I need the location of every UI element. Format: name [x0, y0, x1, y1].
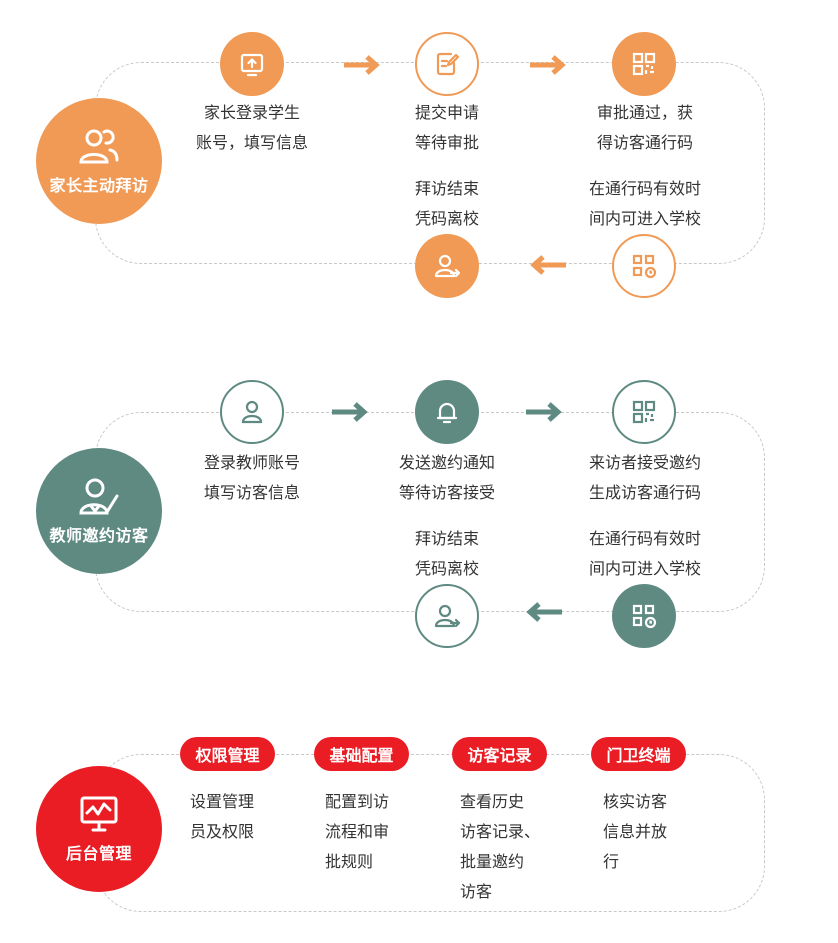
module-permission-text: 设置管理 员及权限 [190, 792, 255, 841]
monitor-upload-icon [240, 53, 264, 77]
login-step-icon [220, 32, 284, 96]
module-config-text: 配置到访 流程和审 批规则 [325, 792, 390, 871]
arrow-right-icon [526, 402, 562, 422]
user-exit-icon [434, 604, 461, 628]
tag-config: 基础配置 [314, 737, 409, 771]
tag-permission: 权限管理 [180, 737, 275, 771]
step-approved-text: 审批通过，获得访客通行码 [596, 103, 693, 152]
step-leave-text: 拜访结束凭码离校 [414, 179, 479, 228]
user-icon [241, 400, 263, 424]
arrow-right-icon [344, 55, 380, 75]
admin-badge: 后台管理 [36, 766, 162, 892]
valid-pass-step-icon [612, 234, 676, 298]
qr-clock-icon [632, 254, 657, 279]
tag-guard: 门卫终端 [591, 737, 686, 771]
step-leave-text: 拜访结束凭码离校 [414, 529, 479, 578]
step-accept-text: 来访者接受邀约生成访客通行码 [588, 453, 701, 502]
step-valid-text: 在通行码有效时间内可进入学校 [588, 179, 701, 228]
step-teacher-login-text: 登录教师账号填写访客信息 [203, 453, 300, 502]
section-title: 教师邀约访客 [49, 526, 149, 545]
teacher-icon [79, 478, 119, 515]
submit-step-icon [415, 32, 479, 96]
bell-icon [436, 402, 458, 424]
valid-pass-step-icon [612, 584, 676, 648]
teacher-invite-badge: 教师邀约访客 [36, 448, 162, 574]
arrow-left-icon [530, 255, 566, 275]
qr-code-icon [632, 52, 656, 76]
monitor-chart-icon [80, 796, 118, 832]
user-exit-icon [434, 254, 461, 278]
parent-visit-badge: 家长主动拜访 [36, 98, 162, 224]
arrow-right-icon [530, 55, 566, 75]
step-submit-text: 提交申请等待审批 [414, 103, 479, 152]
teacher-login-step-icon [220, 380, 284, 444]
step-login-text: 家长登录学生账号，填写信息 [195, 103, 308, 152]
module-guard-text: 核实访客 信息并放 行 [603, 792, 668, 871]
step-valid-text: 在通行码有效时间内可进入学校 [588, 529, 701, 578]
step-send-invite-text: 发送邀约通知等待访客接受 [398, 453, 495, 502]
module-records-text: 查看历史 访客记录、 批量邀约 访客 [460, 792, 541, 901]
arrow-right-icon [332, 402, 368, 422]
edit-document-icon [436, 52, 460, 76]
approved-step-icon [612, 32, 676, 96]
users-icon [79, 129, 119, 164]
qr-clock-icon [632, 604, 657, 629]
accept-step-icon [612, 380, 676, 444]
leave-step-icon [415, 234, 479, 298]
leave-step-icon [415, 584, 479, 648]
section-title: 后台管理 [65, 844, 132, 863]
section-title: 家长主动拜访 [49, 176, 149, 195]
qr-code-icon [632, 400, 656, 424]
arrow-left-icon [526, 602, 562, 622]
tag-records: 访客记录 [452, 737, 547, 771]
send-invite-step-icon [415, 380, 479, 444]
